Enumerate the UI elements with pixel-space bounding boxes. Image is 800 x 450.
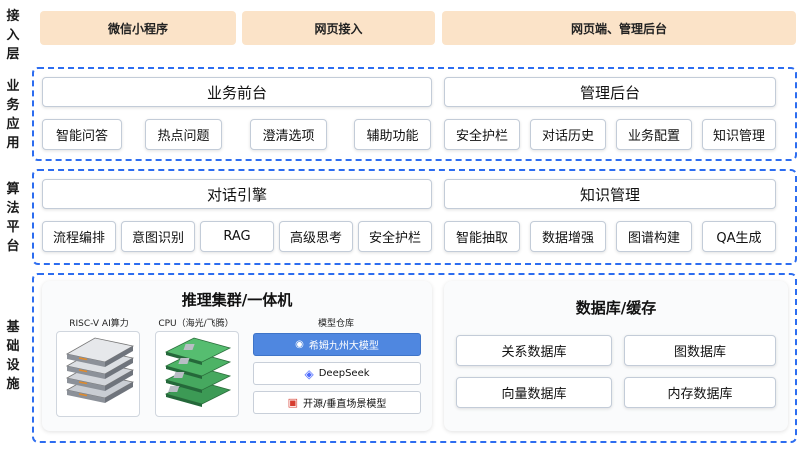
layer-label-char: 平 — [6, 220, 20, 235]
layer-label-algorithm: 算 法 平 台 — [0, 180, 26, 256]
algorithm-item-data-augmentation: 数据增强 — [530, 221, 606, 252]
algorithm-item-flow-orchestration: 流程编排 — [42, 221, 116, 252]
model-item-deepseek: ◈ DeepSeek — [253, 362, 421, 385]
riscv-server-image — [56, 331, 140, 417]
db-item-in-memory: 内存数据库 — [624, 377, 776, 408]
layer-label-char: 业 — [6, 79, 20, 94]
circuit-board-icon — [164, 337, 232, 407]
access-item-web-access: 网页接入 — [242, 11, 435, 45]
layer-label-char: 台 — [6, 239, 20, 254]
layer-label-char: 务 — [6, 98, 20, 113]
business-front-title: 业务前台 — [42, 77, 432, 107]
model-label: DeepSeek — [318, 368, 370, 379]
inference-panel-title: 推理集群/一体机 — [181, 291, 293, 309]
cpu-server-image — [155, 331, 239, 417]
database-panel-title: 数据库/缓存 — [575, 299, 657, 317]
model-item-xim-jiuzhou: ◉ 希姆九州大模型 — [253, 333, 421, 356]
business-item-clarify-options: 澄清选项 — [250, 119, 327, 150]
layer-label-char: 用 — [6, 136, 20, 151]
db-item-vector: 向量数据库 — [456, 377, 612, 408]
model-label: 希姆九州大模型 — [308, 341, 379, 352]
business-item-business-config: 业务配置 — [616, 119, 692, 150]
algorithm-layer-frame — [32, 169, 797, 265]
access-item-wechat-miniprogram: 微信小程序 — [40, 11, 236, 45]
algorithm-item-smart-extraction: 智能抽取 — [444, 221, 520, 252]
model-label: 开源/垂直场景模型 — [303, 399, 387, 410]
layer-label-char: 层 — [6, 47, 20, 62]
business-item-smart-qa: 智能问答 — [42, 119, 122, 150]
layer-label-char: 设 — [6, 358, 20, 373]
layer-label-char: 算 — [6, 182, 20, 197]
algorithm-item-qa-generation: QA生成 — [702, 221, 776, 252]
whale-icon: ◈ — [304, 366, 314, 381]
business-item-chat-history: 对话历史 — [530, 119, 606, 150]
layer-label-char: 施 — [6, 377, 20, 392]
cpu-label: CPU（海光/飞腾） — [158, 319, 234, 329]
business-layer-frame — [32, 67, 797, 161]
algorithm-knowledge-title: 知识管理 — [444, 179, 776, 209]
infra-layer-frame — [32, 273, 797, 443]
layer-label-business: 业 务 应 用 — [0, 77, 26, 153]
layer-label-char: 接 — [6, 9, 20, 24]
algorithm-item-rag: RAG — [200, 221, 274, 252]
layer-label-access: 接 入 层 — [0, 7, 26, 64]
cube-icon: ▣ — [287, 396, 299, 409]
server-rack-icon — [65, 337, 135, 403]
layer-label-char: 基 — [6, 320, 20, 335]
model-item-open-vertical: ▣ 开源/垂直场景模型 — [253, 391, 421, 414]
db-item-graph: 图数据库 — [624, 335, 776, 366]
layer-label-char: 础 — [6, 339, 20, 354]
business-item-hot-questions: 热点问题 — [145, 119, 222, 150]
algorithm-item-advanced-thinking: 高级思考 — [279, 221, 353, 252]
layer-label-char: 入 — [6, 28, 20, 43]
layer-label-char: 法 — [6, 201, 20, 216]
db-item-relational: 关系数据库 — [456, 335, 612, 366]
business-item-assist-functions: 辅助功能 — [354, 119, 431, 150]
business-item-safety-guard: 安全护栏 — [444, 119, 520, 150]
algorithm-item-graph-building: 图谱构建 — [616, 221, 692, 252]
algorithm-item-safety-guard: 安全护栏 — [358, 221, 432, 252]
business-admin-title: 管理后台 — [444, 77, 776, 107]
business-item-knowledge-mgmt: 知识管理 — [702, 119, 776, 150]
layer-label-infra: 基 础 设 施 — [0, 318, 26, 394]
riscv-label: RISC-V AI算力 — [69, 319, 129, 329]
algorithm-engine-title: 对话引擎 — [42, 179, 432, 209]
layer-label-char: 应 — [6, 117, 20, 132]
access-item-web-admin: 网页端、管理后台 — [442, 11, 796, 45]
model-repo-title: 模型仓库 — [317, 319, 354, 329]
algorithm-item-intent-recognition: 意图识别 — [121, 221, 195, 252]
brain-icon: ◉ — [295, 338, 304, 350]
